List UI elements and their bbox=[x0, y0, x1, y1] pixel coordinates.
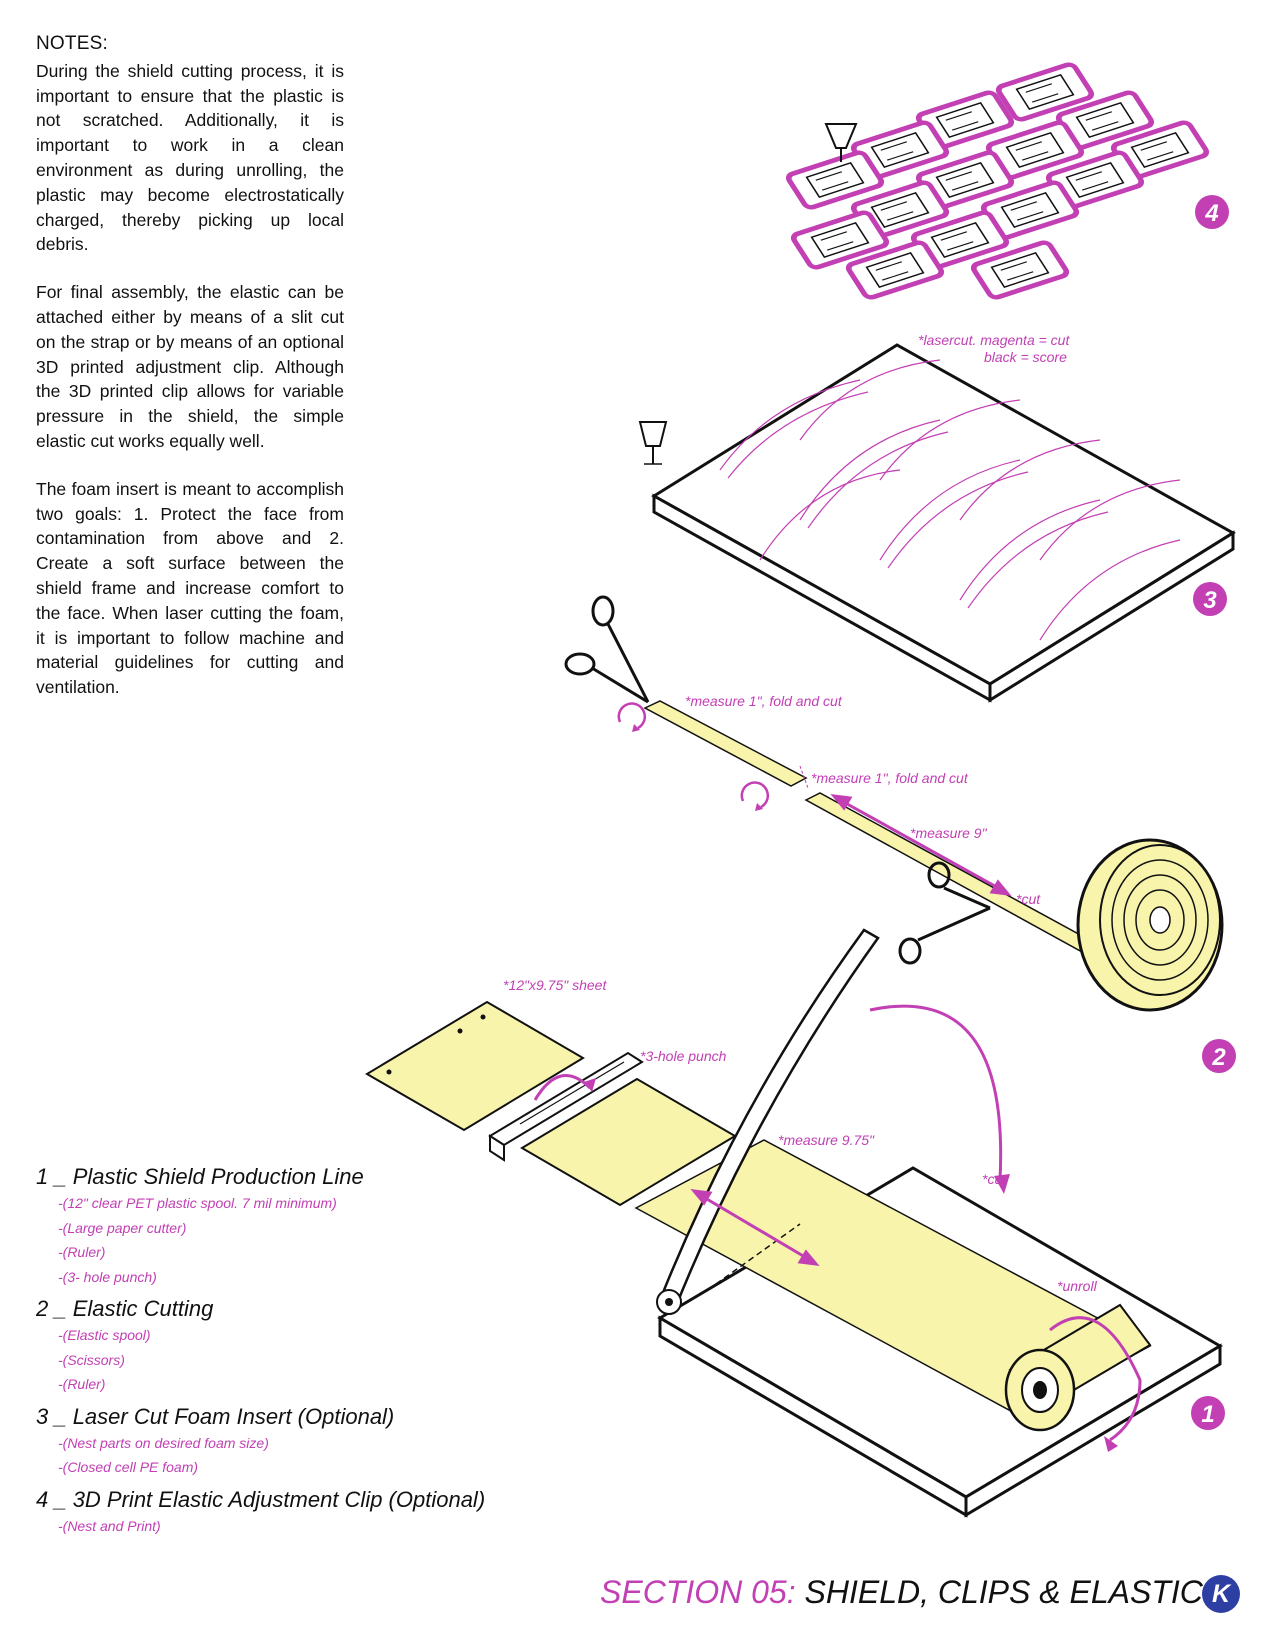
annotation-hole-punch: *3-hole punch bbox=[640, 1048, 727, 1064]
paper-cutter bbox=[634, 1139, 1223, 1518]
annotation-score: black = score bbox=[984, 349, 1067, 365]
plastic-roll bbox=[1004, 1303, 1152, 1432]
elastic-strip bbox=[643, 700, 1130, 970]
step-number: 1 bbox=[1201, 1401, 1214, 1428]
plastic-sheet bbox=[365, 1000, 585, 1132]
legend-item: -(Ruler) bbox=[58, 1244, 106, 1260]
notes-paragraph: For final assembly, the elastic can be a… bbox=[36, 282, 344, 451]
annotation-measure-fold: *measure 1", fold and cut bbox=[811, 770, 969, 786]
annotation-cut: *cut bbox=[982, 1171, 1007, 1187]
foam-sheet bbox=[651, 343, 1236, 703]
annotation-cut: *cut bbox=[1016, 891, 1041, 907]
legend: 1 _ Plastic Shield Production Line -(12"… bbox=[36, 1163, 596, 1544]
section-title: SECTION 05: SHIELD, CLIPS & ELASTIC bbox=[600, 1574, 1203, 1611]
annotation-measure-975: *measure 9.75" bbox=[778, 1132, 875, 1148]
legend-item: -(12" clear PET plastic spool. 7 mil min… bbox=[58, 1195, 337, 1211]
legend-section: 1 _ Plastic Shield Production Line -(12"… bbox=[36, 1163, 596, 1289]
step-number: 2 bbox=[1211, 1044, 1226, 1071]
notes-paragraph: During the shield cutting process, it is… bbox=[36, 60, 344, 255]
legend-section-title: 3 _ Laser Cut Foam Insert (Optional) bbox=[36, 1403, 395, 1429]
annotation-sheet-size: *12"x9.75" sheet bbox=[503, 977, 607, 993]
legend-item: -(Large paper cutter) bbox=[58, 1219, 187, 1236]
annotation-measure-fold: *measure 1", fold and cut bbox=[685, 693, 843, 709]
print-nozzle-icon bbox=[824, 123, 858, 162]
annotation-lasercut: *lasercut. magenta = cut bbox=[918, 332, 1070, 348]
legend-section-title: 2 _ Elastic Cutting bbox=[36, 1296, 214, 1321]
section-number: SECTION 05: bbox=[600, 1574, 796, 1610]
legend-section: 4 _ 3D Print Elastic Adjustment Clip (Op… bbox=[36, 1486, 596, 1539]
legend-item: -(3- hole punch) bbox=[58, 1268, 157, 1285]
step-badge bbox=[1195, 195, 1229, 229]
legend-section-title: 4 _ 3D Print Elastic Adjustment Clip (Op… bbox=[36, 1486, 486, 1512]
step-number: 3 bbox=[1203, 587, 1217, 614]
clip-array bbox=[786, 63, 1208, 299]
section-name: SHIELD, CLIPS & ELASTIC bbox=[795, 1574, 1203, 1610]
cutter-blade bbox=[656, 928, 880, 1315]
legend-section: 3 _ Laser Cut Foam Insert (Optional) -(N… bbox=[36, 1403, 596, 1480]
step-badge bbox=[1193, 582, 1227, 616]
legend-item: -(Nest and Print) bbox=[58, 1517, 161, 1534]
hole-punch-icon bbox=[488, 1051, 644, 1162]
legend-item: -(Closed cell PE foam) bbox=[58, 1459, 199, 1475]
legend-item: -(Ruler) bbox=[58, 1376, 106, 1392]
elastic-spool bbox=[1076, 838, 1224, 1012]
step-badge bbox=[1191, 1396, 1225, 1430]
measure-arrow-icon bbox=[690, 1189, 820, 1266]
annotation-unroll: *unroll bbox=[1057, 1278, 1098, 1294]
legend-item: -(Elastic spool) bbox=[58, 1327, 151, 1343]
measure-arrow-icon bbox=[830, 794, 1012, 896]
legend-item: -(Scissors) bbox=[58, 1351, 125, 1368]
legend-item: -(Nest parts on desired foam size) bbox=[58, 1434, 269, 1451]
annotation-measure-9: *measure 9" bbox=[910, 825, 988, 841]
step-badge bbox=[1202, 1039, 1236, 1073]
legend-section: 2 _ Elastic Cutting -(Elastic spool) -(S… bbox=[36, 1295, 596, 1397]
notes-block: NOTES: During the shield cutting process… bbox=[36, 32, 344, 723]
step-number: 4 bbox=[1204, 200, 1218, 227]
scissors-icon bbox=[564, 595, 991, 965]
logo-badge: K bbox=[1202, 1575, 1240, 1613]
notes-heading: NOTES: bbox=[36, 33, 108, 54]
notes-paragraph: The foam insert is meant to accomplish t… bbox=[36, 478, 344, 698]
curved-arrow-icon bbox=[869, 1004, 1142, 1452]
legend-section-title: 1 _ Plastic Shield Production Line bbox=[36, 1164, 364, 1189]
laser-head-icon bbox=[638, 421, 668, 465]
